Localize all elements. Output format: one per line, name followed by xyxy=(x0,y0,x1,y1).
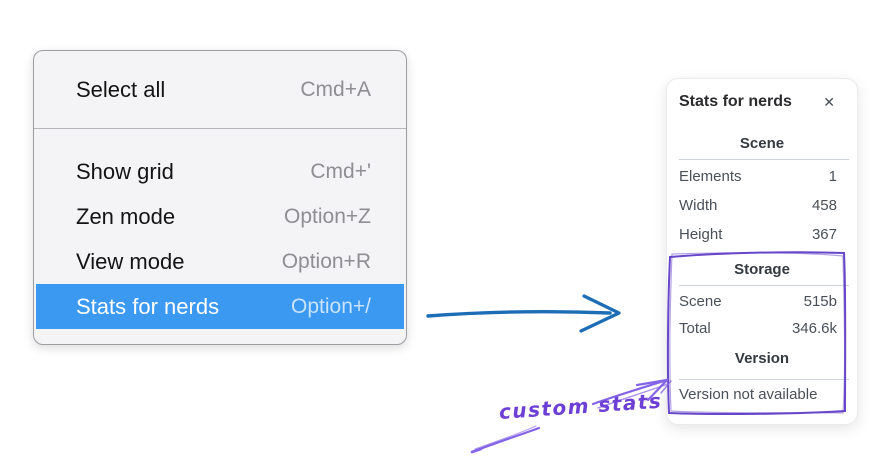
annotation-custom-stats-label: custom stats xyxy=(498,388,663,424)
stat-label: Elements xyxy=(679,168,742,185)
stat-label: Width xyxy=(679,197,718,214)
stat-row-elements: Elements 1 xyxy=(679,162,845,191)
menu-item-label: Show grid xyxy=(76,158,174,184)
scene-rows: Elements 1 Width 458 Height 367 xyxy=(679,162,845,249)
stat-value: 458 xyxy=(811,197,837,214)
flow-arrow xyxy=(426,294,621,333)
stat-row-total-storage: Total 346.6k xyxy=(679,315,845,342)
menu-item-label: Select all xyxy=(76,76,166,102)
flow-arrow-shaft xyxy=(426,310,612,318)
annotation-leader-line xyxy=(470,425,541,454)
menu-item-label: Stats for nerds xyxy=(76,293,220,319)
menu-divider xyxy=(34,128,406,129)
stat-row-scene-storage: Scene 515b xyxy=(679,288,845,315)
storage-rows: Scene 515b Total 346.6k xyxy=(679,288,845,342)
stat-label: Total xyxy=(679,320,711,337)
stat-label: Height xyxy=(679,226,723,243)
section-heading-version: Version xyxy=(734,350,790,367)
section-divider xyxy=(679,159,849,160)
menu-item-stats-for-nerds[interactable]: Stats for nerds Option+/ xyxy=(36,284,404,329)
stat-value: 515b xyxy=(803,293,837,310)
menu-item-shortcut: Option+R xyxy=(281,249,371,273)
menu-item-shortcut: Option+/ xyxy=(291,294,371,318)
menu-item-view-mode[interactable]: View mode Option+R xyxy=(34,239,406,284)
menu-item-shortcut: Option+Z xyxy=(284,204,371,228)
menu-section-bottom: Show grid Cmd+' Zen mode Option+Z View m… xyxy=(34,129,406,329)
menu-section-top: Select all Cmd+A xyxy=(34,51,406,128)
menu-item-zen-mode[interactable]: Zen mode Option+Z xyxy=(34,194,406,239)
stats-panel-title: Stats for nerds xyxy=(679,93,792,110)
menu-item-label: View mode xyxy=(76,248,185,274)
stat-row-width: Width 458 xyxy=(679,191,845,220)
stat-value: 367 xyxy=(811,226,837,243)
context-menu: Select all Cmd+A Show grid Cmd+' Zen mod… xyxy=(33,50,407,345)
stat-value: 1 xyxy=(828,168,837,185)
stats-panel-header: Stats for nerds ✕ xyxy=(679,89,845,115)
stat-row-height: Height 367 xyxy=(679,220,845,249)
flow-arrow-head xyxy=(579,294,621,333)
section-divider xyxy=(679,285,849,286)
stat-label: Scene xyxy=(679,293,722,310)
menu-item-show-grid[interactable]: Show grid Cmd+' xyxy=(34,149,406,194)
menu-item-shortcut: Cmd+A xyxy=(300,77,371,101)
section-heading-storage: Storage xyxy=(734,261,790,278)
menu-item-select-all[interactable]: Select all Cmd+A xyxy=(34,67,406,112)
menu-item-shortcut: Cmd+' xyxy=(310,159,371,183)
stats-panel: Stats for nerds ✕ Scene Elements 1 Width… xyxy=(666,78,858,425)
stat-value: 346.6k xyxy=(791,320,837,337)
close-icon[interactable]: ✕ xyxy=(823,94,835,110)
section-heading-scene: Scene xyxy=(739,135,785,152)
menu-item-label: Zen mode xyxy=(76,203,176,229)
version-note: Version not available xyxy=(679,385,818,403)
